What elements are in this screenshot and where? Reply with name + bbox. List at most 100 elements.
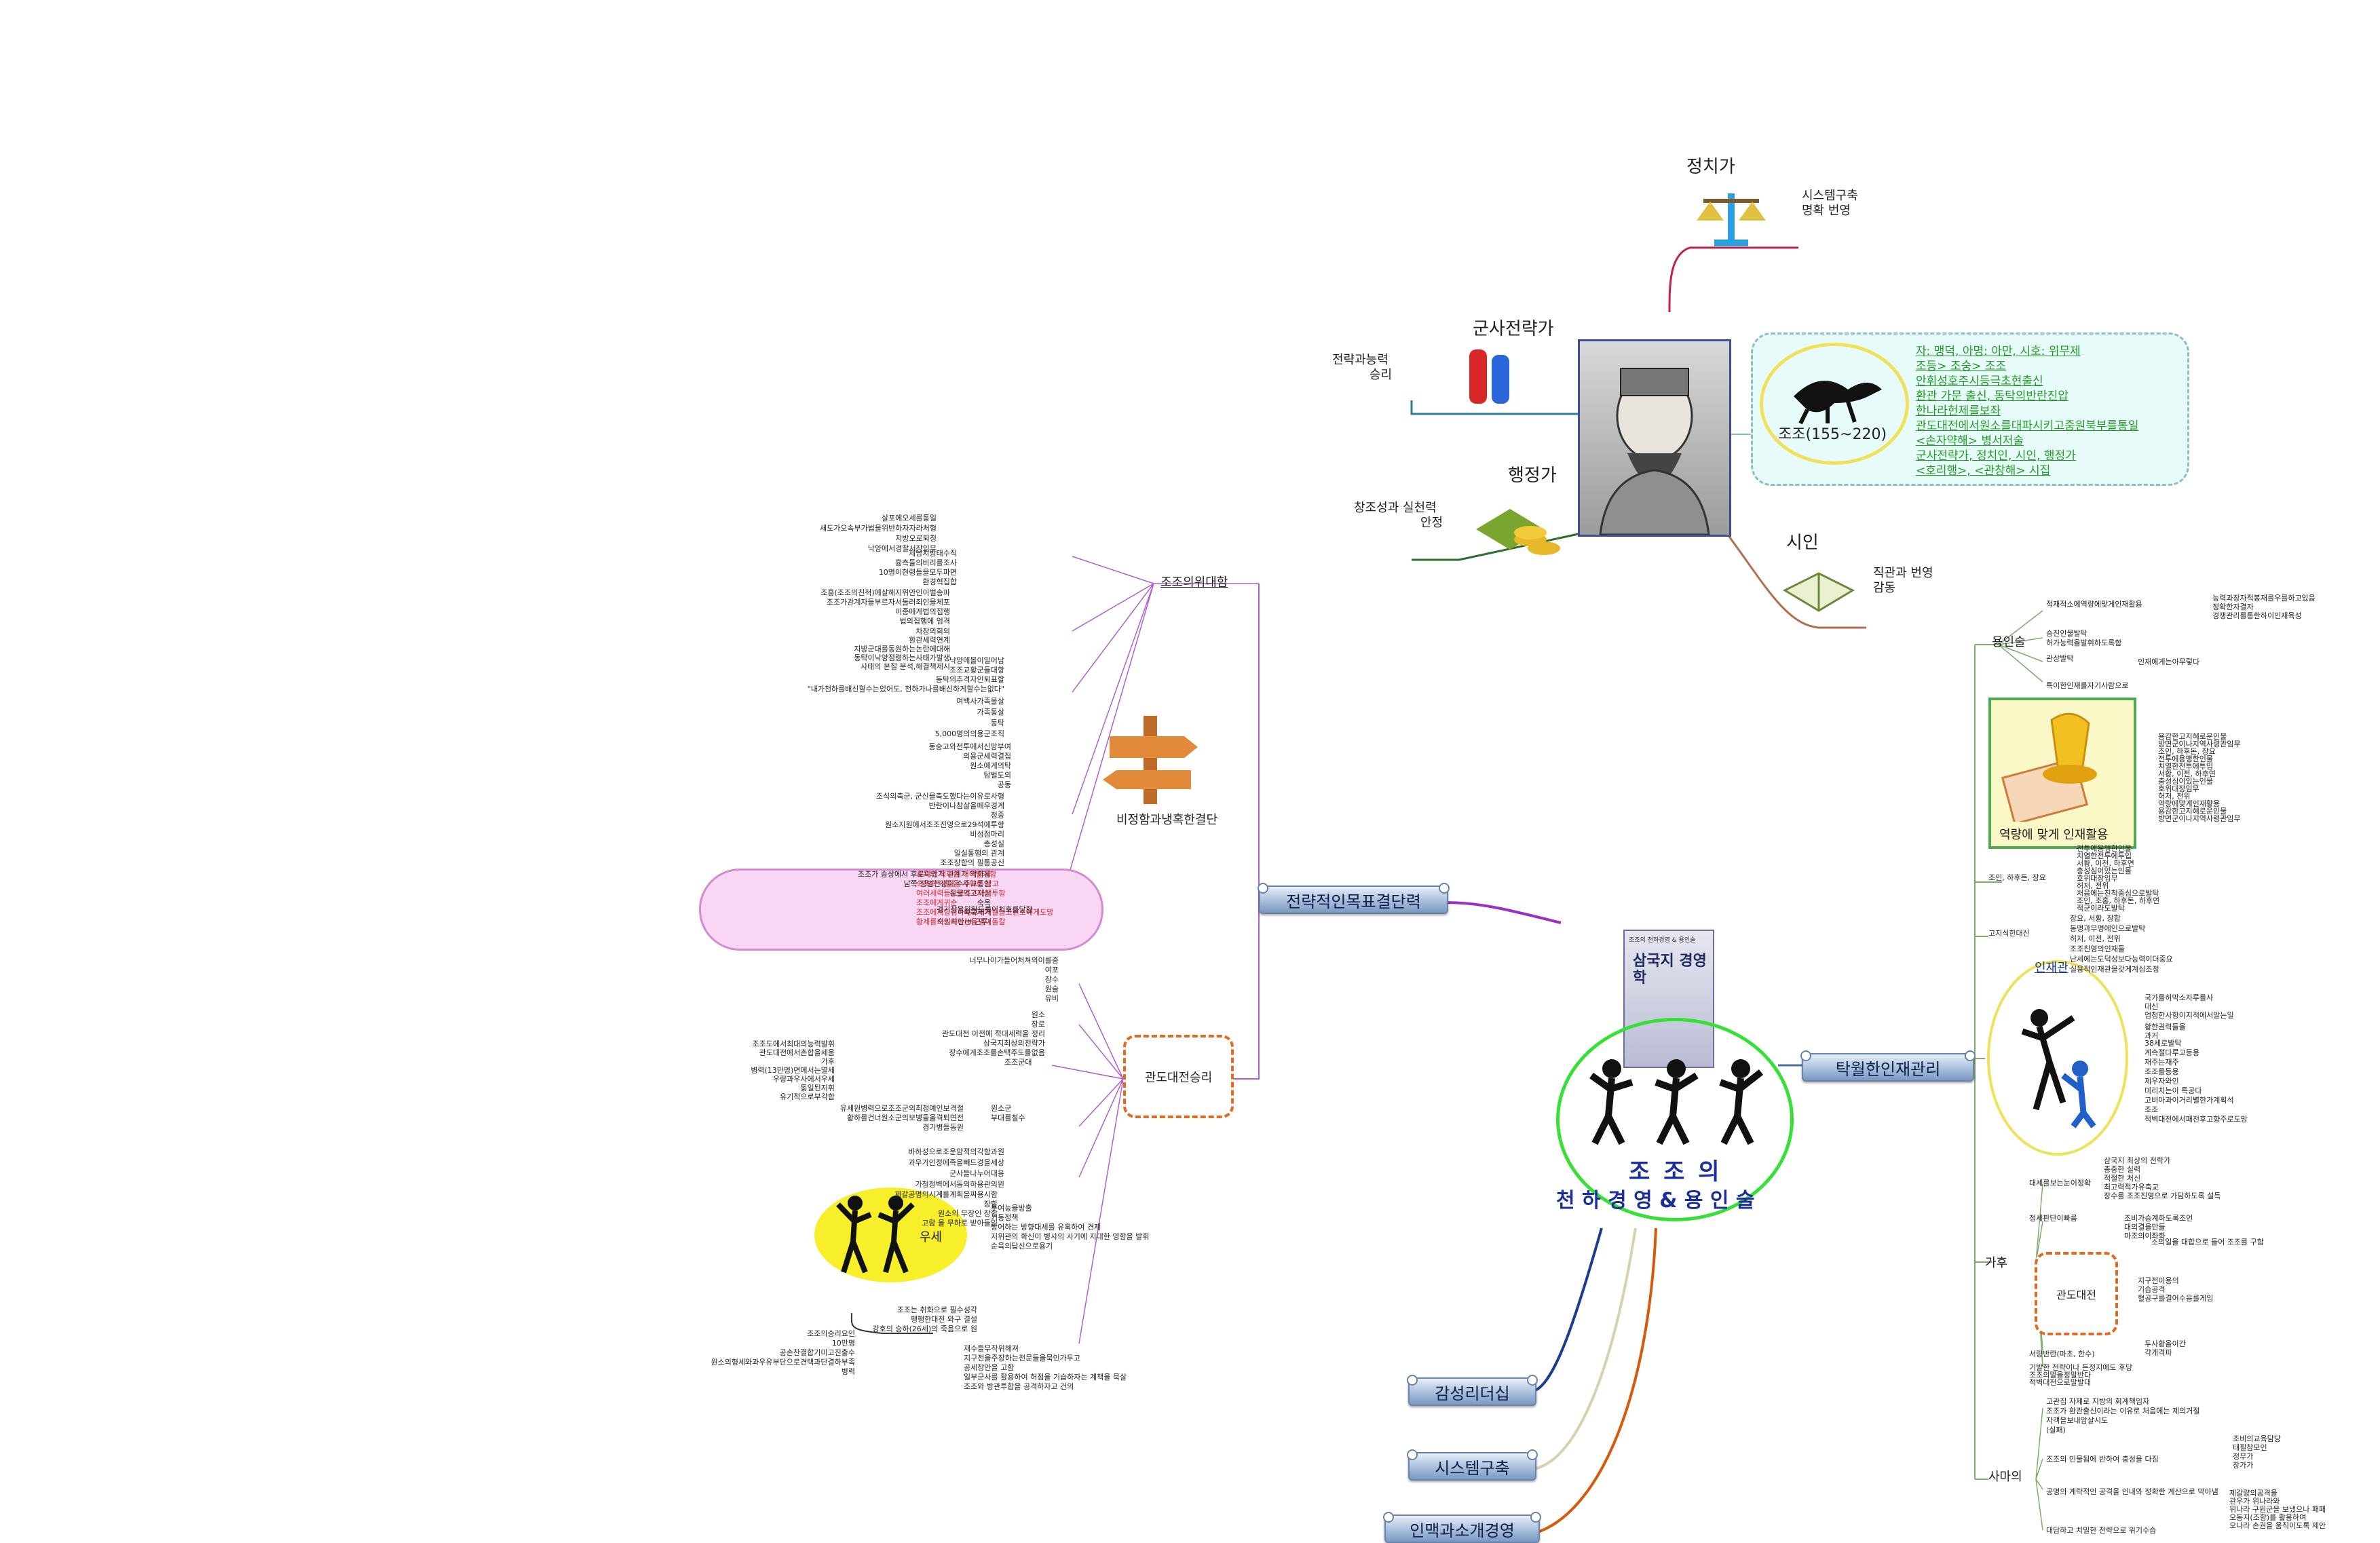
right-node-guandu: 관도대전 [2035,1252,2118,1335]
left-branch-text: 유비 [1044,994,1059,1003]
left-branch-text: 여백사가족몰살 [956,697,1004,706]
left-main-node[interactable]: 전략적인목표결단력 [1258,883,1450,914]
role-note: 직관과 번영 [1873,566,1933,580]
left-branch-text: 10만명 [831,1339,855,1348]
left-branch-text: 제갈공명의시계를계획을짜용시함 [894,1190,998,1199]
left-branch-text: 조조에게항점하여고거지틀을고원소에게도망 [916,908,1054,917]
right-branch-text: 대의결을만들 [2124,1223,2166,1232]
right-branch-text: 경쟁관리를통한하이인재육성 [2212,611,2302,620]
left-branch-text: 병력(13만명)면에서는열세 [751,1066,835,1075]
left-branch-text: 가후 [820,1057,835,1066]
right-branch-text: 조조진영의인재들 [2070,945,2125,953]
right-branch-text: 조비의교육담당 [2233,1434,2281,1443]
right-branch-text: 방면군이나지역사령관임무 [2158,740,2241,748]
role-note: 감동 [1873,581,1896,595]
left-branch-text: 유기적으로부각함 [780,1092,835,1101]
right-branch-text: 조조의 인물됨에 반하여 충성을 다짐 [2046,1455,2159,1464]
left-node-guandu: 관도대전승리 [1123,1035,1234,1118]
advantage-label: 우세 [920,1230,943,1244]
bottom-node-system[interactable]: 시스템구축 [1407,1449,1538,1481]
dancing-figures-icon [1589,1059,1764,1145]
left-branch-text: 조조장함의 필통공신 [940,858,1004,867]
bottom-node-emotional[interactable]: 감성리더십 [1407,1375,1538,1406]
role-poet: 시인 [1786,533,1819,553]
left-branch-text: 원술 [1044,985,1059,993]
left-branch-text: 지방군대를동원하는논란에대해 [854,645,950,653]
right-branch-text: 총중한 실력 [2104,1165,2141,1174]
left-branch-text: 군사들나누어대응 [949,1169,1004,1178]
right-branch-text: 충성심이있는인물 [2158,777,2213,786]
right-branch-text: 삼국지 최상의 전략가 [2104,1156,2171,1165]
left-branch-text: 환관세력연계 [909,636,950,645]
right-branch-text: 조인, 조홍, 하후돈, 하후연 [2077,896,2160,905]
right-branch-text: 치열한전투에투입 [2158,762,2213,771]
right-branch-text: 동명과무명에인으로발탁 [2070,924,2146,933]
left-branch-text: 총성실 [983,839,1004,848]
left-branch-text: 팽팽한대전 와구 결설 [910,1315,977,1324]
left-branch-text: 장로 [1031,1020,1045,1029]
left-branch-text: 장수에게조조를손택주도를없음 [949,1048,1045,1057]
left-branch-text: 투여능을방출 [991,1204,1032,1213]
left-branch-text: 너무나이가들어처쳐의이를중 [969,956,1059,965]
scales-icon [1697,193,1766,246]
bottom-node-network[interactable]: 인맥과소개경영 [1383,1512,1541,1543]
connector [1722,529,1866,629]
left-branch-text: 가족통살 [977,708,1004,717]
right-branch-text: 치열한전투에투입 [2077,852,2132,860]
book-title: 삼국지 경영학 [1633,953,1707,987]
left-branch-text: 숙의처한(비근투) [937,917,991,926]
right-node-reign: 가후 [1985,1256,2008,1270]
center-node: 조조의 천하경영 & 용인술 삼국지 경영학 조 조 의 천 하 경 영 & 용… [1551,919,1795,1232]
left-branch-text: 공손찬결합기미고진출수 [779,1348,855,1357]
right-branch-text: 제우자와인 [2145,1077,2179,1086]
qilin-icon [1794,381,1882,425]
bio-line: <호리행>, <관창해> 시집 [1916,464,2051,478]
right-branch-text: 전투에용맹한인물 [2158,755,2213,763]
right-branch-text: 장수를 조조진영으로 가담하도록 설득 [2104,1192,2221,1200]
left-branch-text: 일부군사를 활용하여 허점을 기습하자는 계책을 묵살 [964,1373,1127,1382]
right-branch-text: 엄청한사항이지적에서말는일 [2145,1011,2234,1020]
fit-box: 역량에 맞게 인재활용 [1988,698,2136,849]
right-branch-text: 호위대장임무 [2077,874,2118,883]
right-branch-text: 관상발탁 [2046,654,2074,663]
right-branch-text: 정확한자결자 [2212,603,2254,611]
left-branch-text: 조조군대 [1004,1058,1032,1067]
right-branch-text: 장가가 [2233,1461,2254,1470]
left-branch-text: 조식의축군, 군신을축도했다는이유로사형 [875,792,1004,801]
right-branch-text: 승진인물발탁 [2046,629,2088,638]
right-branch-text: 적벽대전으로말발대 [2029,1378,2092,1387]
left-branch-text: 의용군세력결집 [963,752,1011,761]
right-branch-text: 역량에맞게인재활용 [2158,799,2221,808]
right-branch-text: 방면군이나지역사령관임무 [2158,814,2241,823]
right-branch-text: 계속절다루고등용 [2145,1048,2199,1057]
right-branch-text: 재주는재주 [2145,1058,2179,1067]
right-branch-text: 기발한 전략이나 든정지에도 후당 [2029,1363,2133,1372]
left-branch-text: 조조에게귀순 [916,898,958,907]
left-branch-text: 장합 [983,1200,998,1208]
left-branch-text: 기동정책 [991,1213,1019,1222]
role-politician: 정치가 [1686,157,1735,177]
bio-line: <손자약해> 병서저술 [1916,434,2024,448]
left-branch-text: 바하성으로조운암적의각함과원 [908,1147,1004,1156]
left-branch-text: 과우가인정에족을빼드경을세상 [908,1158,1004,1167]
right-main-node[interactable]: 탁월한인재관리 [1800,1050,1976,1082]
right-branch-text: 위나라 구원군을 보냈으나 패패 [2229,1505,2326,1514]
biography-cloud: 조조(155~220) 자: 맹덕, 아명: 아만, 시호: 위무제 조등> 조… [1751,332,2189,486]
connector [1998,610,2043,683]
bio-title: 조조(155~220) [1778,426,1887,443]
stamp-icon [2001,712,2097,822]
right-branch-text: 서황, 이전, 하후연 [2077,859,2134,868]
right-branch-text: 소의일을 대합으로 들어 조조를 구함 [2151,1238,2264,1246]
bio-line: 관도대전에서원소를대파시키고중원북부를통일 [1916,419,2139,433]
role-administrator: 행정가 [1508,465,1557,486]
climber-icon [2021,1009,2096,1128]
right-branch-text: 조인, 하후돈, 장요 [2158,747,2216,756]
left-branch-text: 경기병들동원 [922,1123,964,1132]
left-branch-text: 고람 을 무하로 받아들임 [922,1219,998,1227]
connector [1051,983,1124,1344]
right-branch-text: 황한권력들을 [2145,1023,2186,1031]
right-branch-text: 서황, 이전, 하후연 [2158,769,2216,778]
left-branch-text: 낙양에서경찰서장임무 [867,544,937,553]
left-branch-text: 사태의 본질 분석,해결책제시 [861,662,950,671]
right-branch-text: 허저, 전위 [2077,881,2109,890]
